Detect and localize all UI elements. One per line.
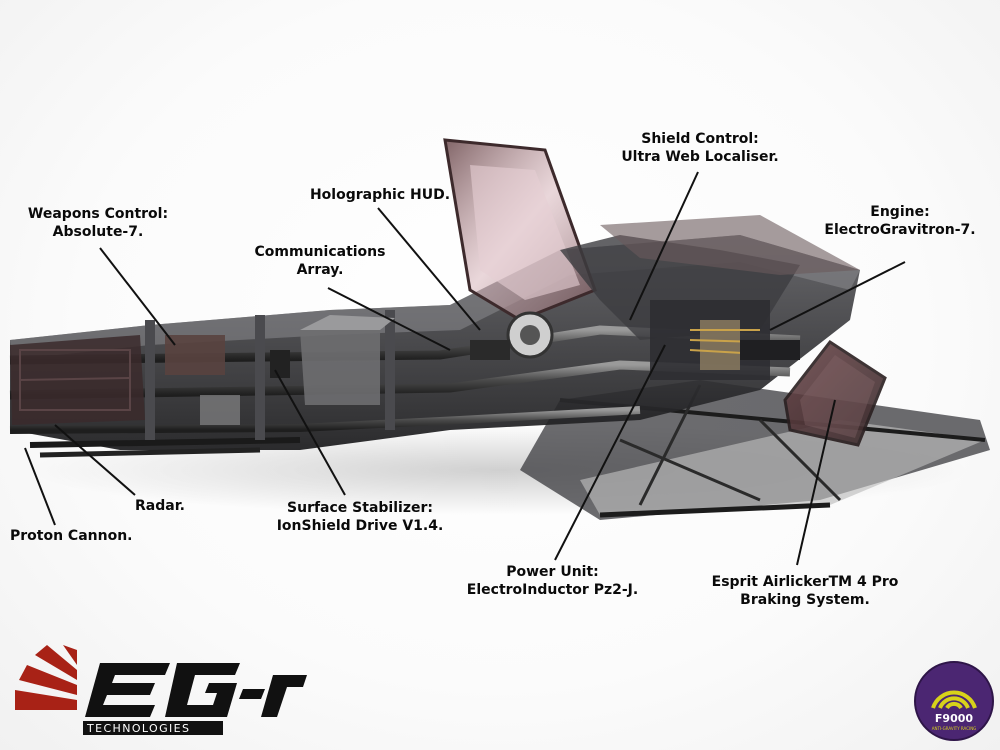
label-weapons-control: Weapons Control: Absolute-7. [18, 205, 178, 241]
label-shield-control: Shield Control: Ultra Web Localiser. [605, 130, 795, 166]
label-line: IonShield Drive V1.4. [276, 518, 444, 534]
label-line: Power Unit: [506, 564, 599, 580]
label-holographic-hud: Holographic HUD. [305, 186, 455, 204]
leader-lines [24, 171, 906, 566]
label-line: Holographic HUD. [309, 187, 451, 203]
label-line: Radar. [135, 498, 185, 514]
label-proton-cannon: Proton Cannon. [10, 527, 150, 545]
eg-r-technologies-logo: TECHNOLOGIES [15, 645, 307, 735]
label-line: Engine: [870, 204, 930, 220]
label-surface-stabilizer: Surface Stabilizer: IonShield Drive V1.4… [270, 499, 450, 535]
label-engine: Engine: ElectroGravitron-7. [815, 203, 985, 239]
label-line: Proton Cannon. [10, 528, 133, 544]
label-line: Surface Stabilizer: [287, 500, 433, 516]
label-power-unit: Power Unit: ElectroInductor Pz2-J. [455, 563, 650, 599]
label-line: Array. [296, 262, 344, 278]
f9000-logo-badge: F9000 ANTI-GRAVITY RACING [914, 661, 994, 741]
label-line: ElectroInductor Pz2-J. [466, 582, 639, 598]
label-line: Absolute-7. [52, 224, 144, 240]
rear-fin [783, 339, 887, 447]
label-line: Communications [254, 244, 386, 260]
label-braking-system: Esprit AirlickerTM 4 Pro Braking System. [705, 573, 905, 609]
svg-text:F9000: F9000 [935, 712, 973, 725]
label-radar: Radar. [125, 497, 195, 515]
label-line: Esprit AirlickerTM 4 Pro [711, 574, 899, 590]
engine-block [650, 300, 800, 380]
label-line: ElectroGravitron-7. [824, 222, 976, 238]
label-line: Braking System. [740, 592, 870, 608]
label-line: Weapons Control: [27, 206, 169, 222]
label-line: Shield Control: [641, 131, 759, 147]
label-communications-array: Communications Array. [245, 243, 395, 279]
svg-text:ANTI-GRAVITY RACING: ANTI-GRAVITY RACING [932, 726, 977, 731]
svg-text:TECHNOLOGIES: TECHNOLOGIES [86, 722, 190, 735]
label-line: Ultra Web Localiser. [621, 149, 779, 165]
